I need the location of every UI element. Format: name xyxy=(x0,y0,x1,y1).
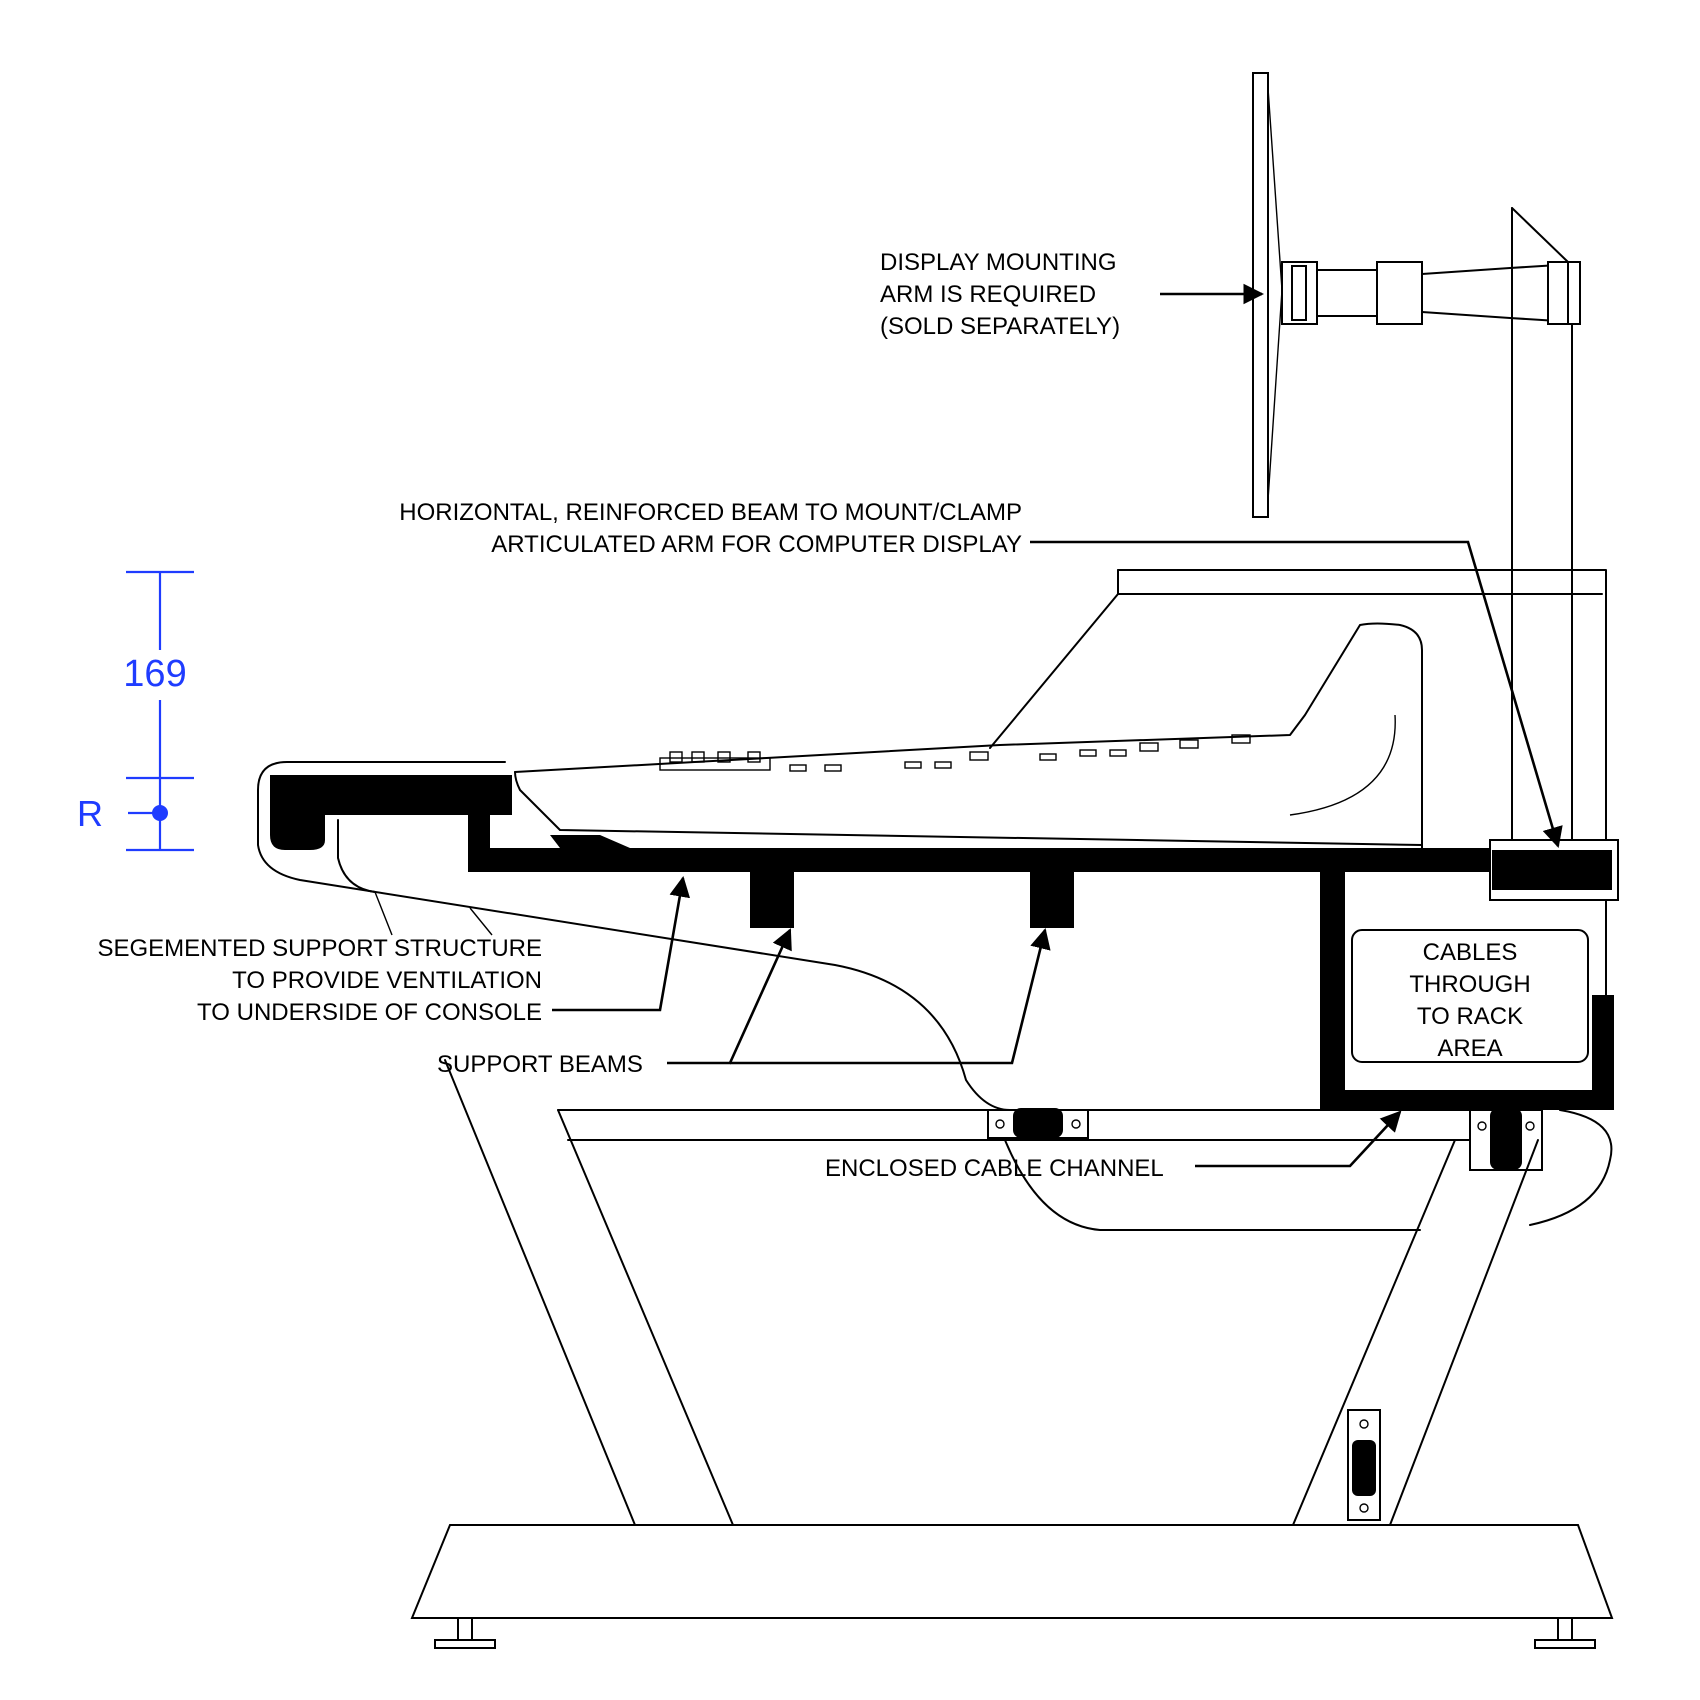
label-support-structure-line2: TO PROVIDE VENTILATION xyxy=(232,967,542,994)
label-display-arm: DISPLAY MOUNTING ARM IS REQUIRED (SOLD S… xyxy=(880,249,1120,340)
label-cables-line2: THROUGH xyxy=(1409,971,1530,998)
support-beam-2 xyxy=(1030,872,1074,928)
desk-frame xyxy=(257,761,1619,1649)
label-beam-line2: ARTICULATED ARM FOR COMPUTER DISPLAY xyxy=(491,531,1022,558)
label-display-arm-line2: ARM IS REQUIRED xyxy=(880,281,1096,308)
console-controls xyxy=(659,734,1251,772)
label-cables-line1: CABLES xyxy=(1423,939,1518,966)
cables-box xyxy=(1351,929,1589,1063)
label-beam: HORIZONTAL, REINFORCED BEAM TO MOUNT/CLA… xyxy=(399,499,1022,558)
foot-right xyxy=(1534,1639,1596,1649)
label-cables-line4: AREA xyxy=(1437,1035,1502,1062)
radius-label: R xyxy=(77,793,103,834)
bracket-leg xyxy=(1347,1409,1381,1521)
label-support-structure: SEGEMENTED SUPPORT STRUCTURE TO PROVIDE … xyxy=(97,935,542,1026)
reinforced-beam xyxy=(1492,850,1612,890)
label-cables-line3: TO RACK xyxy=(1417,1003,1523,1030)
bracket-center xyxy=(987,1108,1089,1139)
display-pole xyxy=(1511,207,1573,841)
label-display-arm-line1: DISPLAY MOUNTING xyxy=(880,249,1116,276)
bracket-rear xyxy=(1469,1108,1543,1171)
label-support-structure-line1: SEGEMENTED SUPPORT STRUCTURE xyxy=(97,935,542,962)
support-beam-1 xyxy=(750,872,794,928)
height-dimension: 169 xyxy=(123,653,186,695)
dimension-annotation: 169 R xyxy=(77,570,194,852)
label-beam-line1: HORIZONTAL, REINFORCED BEAM TO MOUNT/CLA… xyxy=(399,499,1022,526)
base xyxy=(410,1524,1614,1619)
foot-left xyxy=(434,1639,496,1649)
label-support-structure-line3: TO UNDERSIDE OF CONSOLE xyxy=(197,999,542,1026)
label-cable-channel: ENCLOSED CABLE CHANNEL xyxy=(825,1155,1164,1182)
display-arm xyxy=(1281,261,1581,325)
label-display-arm-line3: (SOLD SEPARATELY) xyxy=(880,313,1120,340)
label-support-beams: SUPPORT BEAMS xyxy=(437,1051,643,1078)
leaders xyxy=(374,283,1563,1168)
radius-center-marker xyxy=(152,805,168,821)
label-cables-box: CABLES THROUGH TO RACK AREA xyxy=(1409,939,1530,1062)
